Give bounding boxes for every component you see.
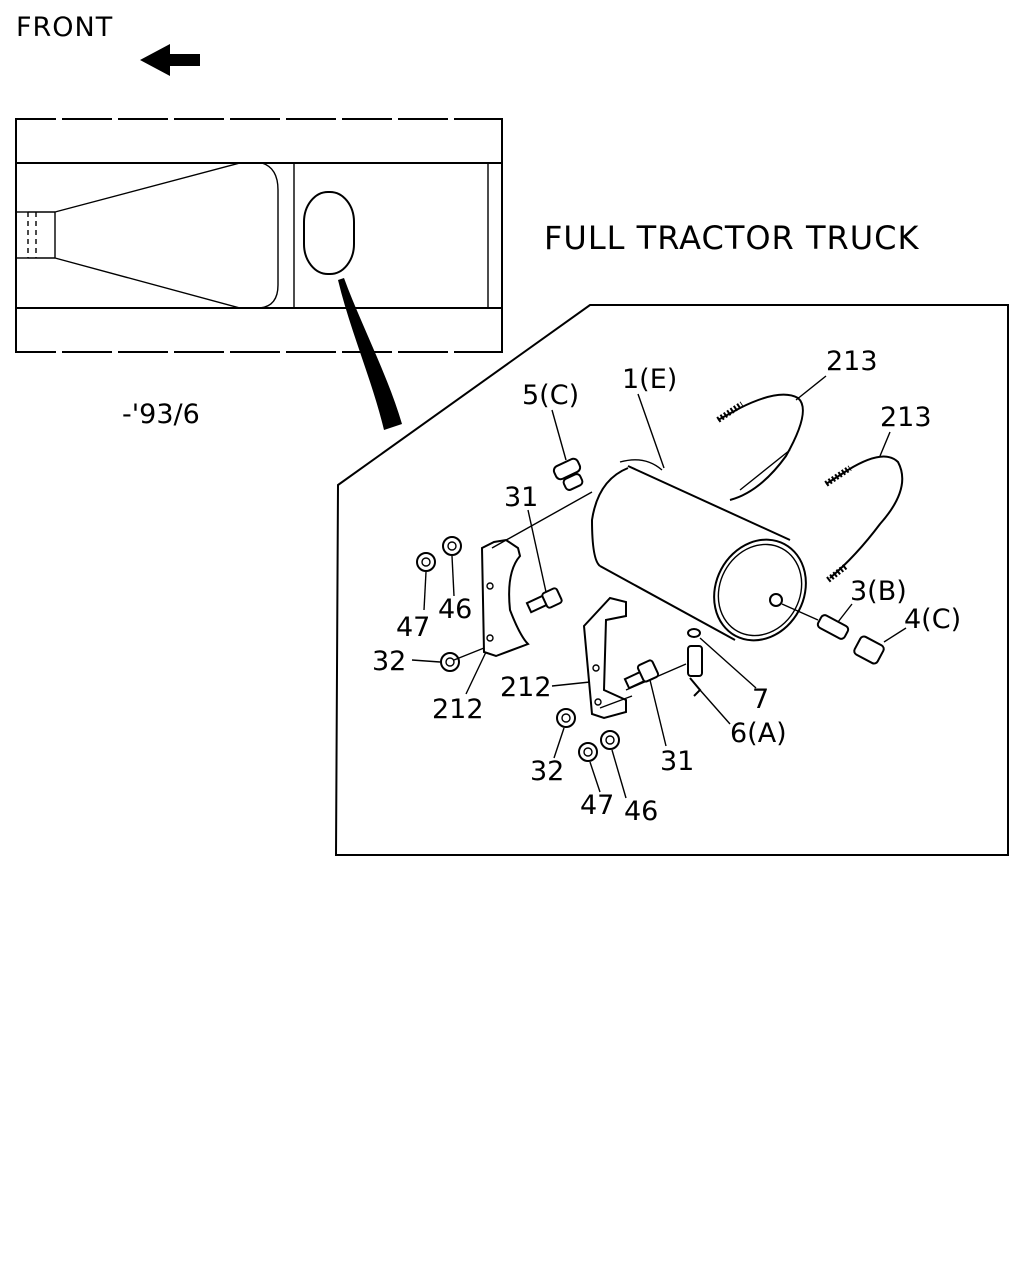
fitting-3 [781, 603, 850, 640]
callout-leaders [411, 375, 907, 799]
tank-location-marker [303, 191, 355, 275]
nut-32-left [440, 652, 460, 672]
detail-title: FULL TRACTOR TRUCK [544, 219, 920, 257]
bolt-left [525, 587, 563, 614]
washer-46-right [600, 730, 620, 750]
fitting-5 [552, 457, 584, 491]
nut-47-left [416, 552, 436, 572]
date-code: -'93/6 [122, 399, 200, 430]
callout-tank: 1(E) [622, 364, 677, 395]
fitting-4 [853, 635, 885, 665]
callout-nut-32-left: 32 [372, 646, 406, 677]
assembly-lines [453, 449, 791, 709]
callout-nut-32-right: 32 [530, 756, 564, 787]
washer-46-left [442, 536, 462, 556]
callout-bracket-left: 212 [432, 694, 484, 725]
callout-fitting-3: 3(B) [850, 576, 907, 607]
callout-washer-46-left: 46 [438, 594, 472, 625]
hose-upper [716, 393, 804, 501]
callout-valve-6: 6(A) [730, 718, 787, 749]
callout-nut-47-left: 47 [396, 612, 430, 643]
callout-hose-upper: 213 [826, 346, 878, 377]
chassis-overview [15, 117, 503, 354]
air-tank [590, 459, 807, 642]
nut-47-right [578, 742, 598, 762]
callout-bolt-right: 31 [660, 746, 694, 777]
hose-lower [824, 455, 904, 583]
bracket-left [480, 538, 530, 658]
left-arrow-icon [140, 44, 200, 76]
bracket-right [582, 596, 627, 720]
callout-washer-7: 7 [752, 684, 769, 715]
callout-hose-lower: 213 [880, 402, 932, 433]
bolt-right [623, 659, 660, 690]
callout-fitting-5: 5(C) [522, 380, 579, 411]
washer-7 [687, 628, 701, 638]
callout-fitting-4: 4(C) [904, 604, 961, 635]
nut-32-right [556, 708, 576, 728]
front-label: FRONT [16, 12, 113, 43]
callout-bolt-left: 31 [504, 482, 538, 513]
callout-washer-46-right: 46 [624, 796, 658, 827]
detail-pointer [338, 278, 402, 430]
callout-bracket-right: 212 [500, 672, 552, 703]
callout-nut-47-right: 47 [580, 790, 614, 821]
detail-frame [334, 304, 1009, 856]
drain-valve-6 [687, 645, 703, 697]
